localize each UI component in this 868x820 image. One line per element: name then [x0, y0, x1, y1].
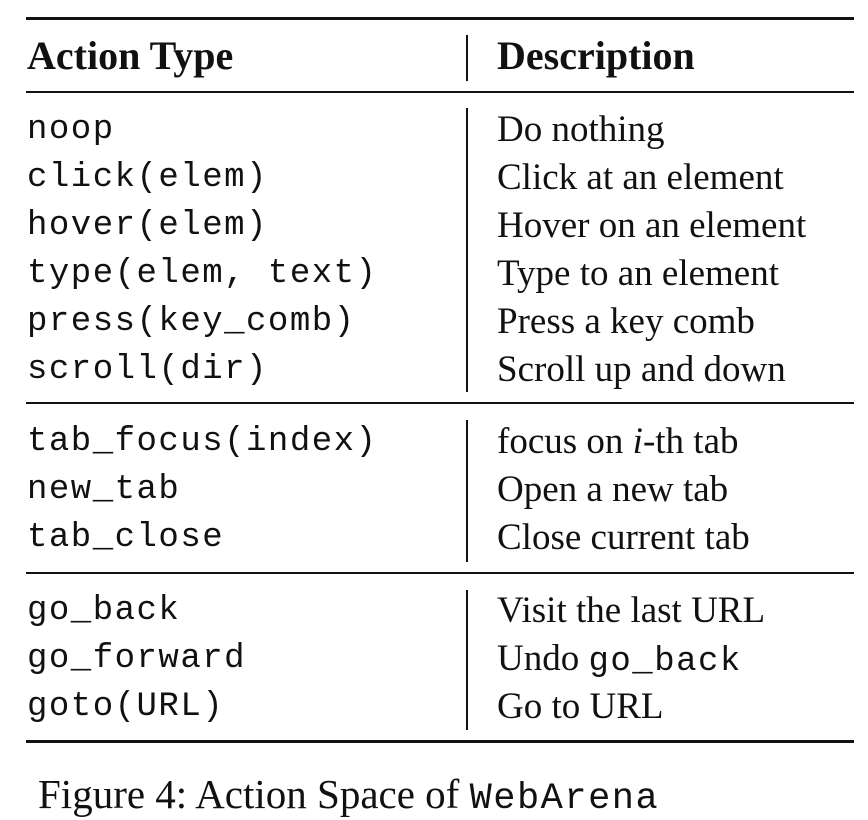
- table-top-rule: [26, 17, 854, 20]
- action-go-forward: go_forward: [27, 640, 247, 678]
- table-bottom-rule: [26, 740, 854, 743]
- description-goto: Go to URL: [497, 686, 664, 727]
- group-3-column-divider: [466, 590, 468, 730]
- description-go-back: Visit the last URL: [497, 590, 766, 631]
- action-hover: hover(elem): [27, 207, 268, 245]
- description-click: Click at an element: [497, 157, 784, 198]
- description-tab-focus-index-variable: i: [632, 421, 643, 462]
- action-tab-focus: tab_focus(index): [27, 423, 378, 461]
- action-noop: noop: [27, 111, 115, 149]
- description-tab-close: Close current tab: [497, 517, 750, 558]
- group-2-column-divider: [466, 420, 468, 562]
- caption-code: WebArena: [469, 778, 660, 820]
- action-goto: goto(URL): [27, 688, 225, 726]
- description-tab-focus-prefix: focus on: [497, 421, 633, 462]
- group-1-bottom-rule: [26, 402, 854, 404]
- description-hover: Hover on an element: [497, 205, 807, 246]
- action-press: press(key_comb): [27, 303, 356, 341]
- description-go-forward-prefix: Undo: [497, 638, 589, 679]
- description-press: Press a key comb: [497, 301, 755, 342]
- description-type: Type to an element: [497, 253, 779, 294]
- header-column-divider: [466, 35, 468, 81]
- action-scroll: scroll(dir): [27, 351, 268, 389]
- header-bottom-rule: [26, 91, 854, 93]
- action-click: click(elem): [27, 159, 268, 197]
- description-go-forward: Undo go_back: [497, 640, 742, 679]
- description-noop: Do nothing: [497, 109, 665, 150]
- description-tab-focus-suffix: -th tab: [642, 421, 739, 462]
- figure-caption: Figure 4: Action Space of WebArena: [38, 774, 659, 818]
- description-scroll: Scroll up and down: [497, 349, 786, 390]
- action-new-tab: new_tab: [27, 471, 181, 509]
- group-1-column-divider: [466, 108, 468, 392]
- description-go-forward-code: go_back: [588, 643, 742, 681]
- action-type: type(elem, text): [27, 255, 378, 293]
- action-tab-close: tab_close: [27, 519, 225, 557]
- header-action-type: Action Type: [27, 33, 234, 78]
- group-2-bottom-rule: [26, 572, 854, 574]
- description-tab-focus: focus on i-th tab: [497, 423, 739, 460]
- header-description: Description: [497, 33, 695, 78]
- caption-text: Figure 4: Action Space of: [38, 771, 470, 817]
- description-new-tab: Open a new tab: [497, 469, 729, 510]
- action-go-back: go_back: [27, 592, 181, 630]
